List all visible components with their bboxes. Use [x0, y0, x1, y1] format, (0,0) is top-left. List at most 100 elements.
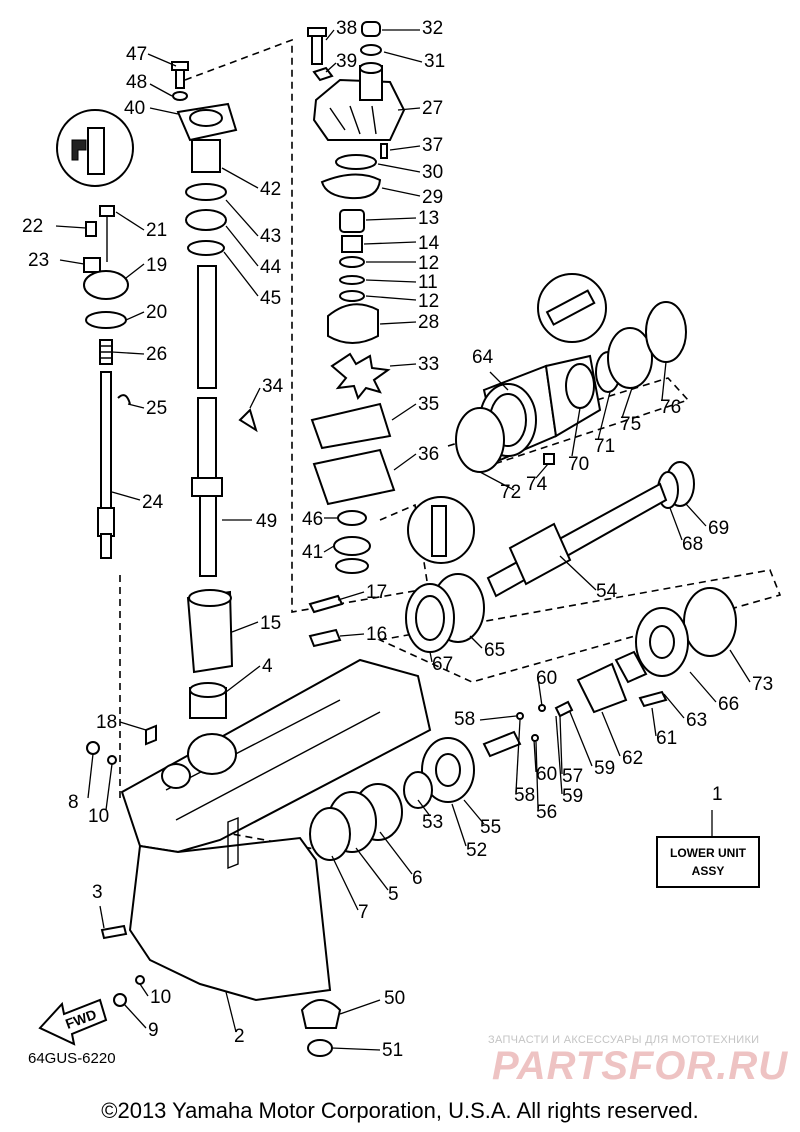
callout-label: 70	[568, 454, 589, 475]
callout-leader-line	[417, 799, 431, 817]
part-19-retainer	[83, 270, 129, 300]
callout-label: 17	[366, 582, 387, 603]
callout-leader-line	[111, 491, 141, 501]
part-10-gasket	[107, 755, 117, 765]
part-45-gasket	[187, 240, 225, 256]
callout-leader-line	[139, 983, 149, 997]
callout-leader-line	[389, 363, 417, 367]
callout-label: 36	[418, 444, 439, 465]
callout-leader-line	[119, 721, 147, 731]
part-44-seal	[185, 209, 227, 231]
callout-label: 65	[484, 640, 505, 661]
part-11-washer	[339, 275, 365, 285]
fwd-arrow: FWD	[38, 998, 108, 1046]
part-28-impeller-housing	[327, 303, 379, 344]
part-13-insert	[339, 209, 365, 233]
callout-label: 37	[422, 135, 443, 156]
callout-leader-line	[729, 649, 751, 683]
callout-leader-line	[651, 707, 657, 737]
callout-leader-line	[365, 217, 417, 221]
part-58-ball	[516, 712, 524, 720]
callout-leader-line	[379, 831, 413, 875]
part-18-bolt	[145, 724, 157, 746]
callout-label: 4	[262, 656, 273, 677]
callout-label: 76	[660, 397, 681, 418]
callout-label: 19	[146, 255, 167, 276]
part-46-seal	[337, 510, 367, 526]
part-35-plate	[310, 402, 392, 450]
callout-leader-line	[397, 107, 421, 111]
callout-leader-line	[469, 635, 483, 649]
part-41-seal	[333, 536, 371, 556]
callout-label: 35	[418, 394, 439, 415]
callout-label: 60	[536, 764, 557, 785]
callout-label: 52	[466, 840, 487, 861]
callout-leader-line	[325, 29, 335, 41]
callout-leader-line	[225, 665, 261, 693]
part-76-ring	[645, 301, 687, 363]
callout-label: 31	[424, 51, 445, 72]
callout-label: 12	[418, 291, 439, 312]
callout-leader-line	[225, 991, 237, 1033]
callout-leader-line	[331, 855, 359, 911]
part-9-plug	[113, 993, 127, 1007]
callout-leader-line	[559, 715, 563, 775]
part-73-shim	[683, 587, 737, 657]
part-20-o-ring	[85, 311, 127, 329]
callout-label: 28	[418, 312, 439, 333]
callout-label: 51	[382, 1040, 403, 1061]
callout-leader-line	[463, 799, 485, 825]
callout-leader-line	[429, 651, 433, 663]
part-12-washer	[339, 256, 365, 268]
callout-leader-line	[537, 677, 543, 707]
part-56-ball	[531, 734, 539, 742]
part-42-bearing	[191, 139, 221, 173]
callout-label: 58	[454, 709, 475, 730]
part-7-shim	[309, 807, 351, 861]
callout-leader-line	[115, 211, 145, 231]
callout-leader-line	[147, 53, 177, 67]
part-12-washer-b	[339, 290, 365, 302]
callout-label: 6	[412, 868, 423, 889]
callout-leader-line	[601, 711, 621, 757]
part-24-shift-rod	[100, 371, 112, 513]
part-31-insert	[360, 44, 382, 56]
callout-leader-line	[479, 715, 517, 721]
watermark-logo: PARTSFOR.RU	[492, 1044, 789, 1088]
part-55-plunger	[482, 730, 522, 758]
callout-leader-line	[571, 407, 581, 457]
part-21-washer	[99, 205, 115, 217]
part-10-gasket-b	[135, 975, 145, 985]
callout-leader-line	[535, 463, 549, 479]
callout-label: 34	[262, 376, 284, 397]
callout-label: 26	[146, 344, 167, 365]
callout-label: 59	[594, 758, 615, 779]
part-62-clutch	[576, 662, 628, 714]
callout-label: 15	[260, 613, 281, 634]
part-37-pin	[380, 143, 388, 159]
callout-label: 58	[514, 785, 535, 806]
propeller-shaft-gears	[309, 461, 737, 861]
part-70-bearing	[565, 363, 595, 409]
callout-leader-line	[339, 999, 381, 1015]
part-30-o-ring	[335, 154, 377, 170]
lower-unit-assy-box: LOWER UNIT ASSY	[656, 836, 760, 888]
callout-leader-line	[363, 241, 417, 245]
callout-label: 25	[146, 398, 167, 419]
callout-label: 43	[260, 226, 281, 247]
callout-leader-line	[331, 1047, 381, 1051]
part-50-anode	[300, 999, 342, 1029]
callout-label: 10	[150, 987, 171, 1008]
callout-label: 27	[422, 98, 443, 119]
part-63-spring	[614, 650, 648, 684]
callout-label: 62	[622, 748, 643, 769]
propeller-shaft-housing	[455, 273, 687, 473]
callout-leader-line	[223, 251, 259, 297]
callout-label: 22	[22, 216, 43, 237]
callout-leader-line	[111, 351, 145, 355]
callout-leader-line	[391, 403, 417, 421]
part-43-washer	[185, 183, 227, 201]
callout-label: 53	[422, 812, 443, 833]
callout-label: 33	[418, 354, 439, 375]
callout-leader-line	[689, 671, 717, 703]
